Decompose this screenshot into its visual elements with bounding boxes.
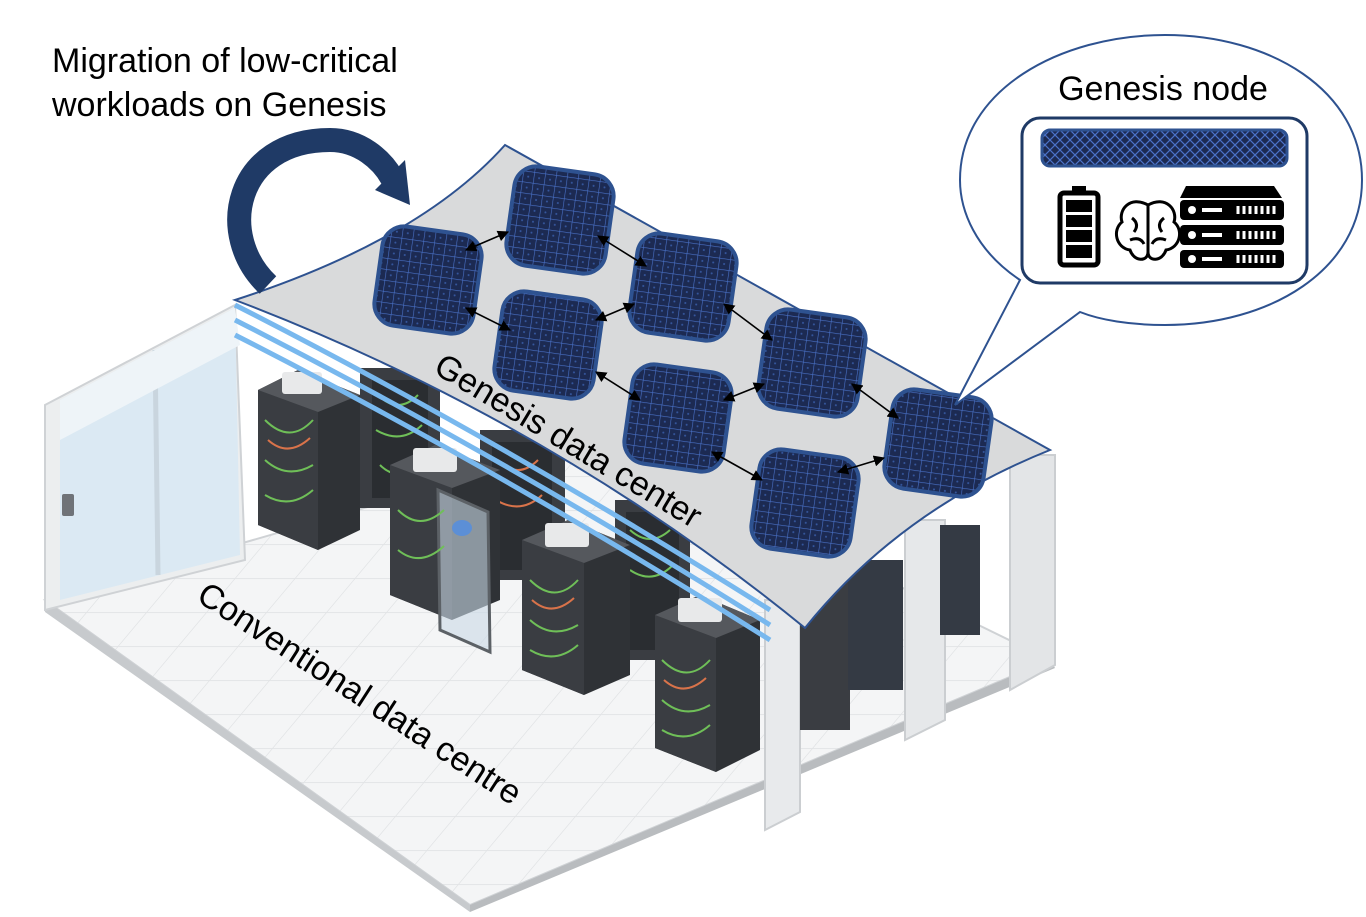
server-rack (522, 520, 630, 695)
keypad-icon (62, 494, 74, 516)
brain-icon (1114, 200, 1182, 261)
solar-panel-bar (1040, 128, 1289, 168)
solar-panel (504, 164, 616, 276)
server-rack (655, 595, 760, 772)
solar-panel (882, 387, 994, 499)
genesis-node-label: Genesis node (1058, 70, 1268, 108)
server-stack-icon (1180, 186, 1284, 268)
network-cables (233, 302, 772, 643)
solar-panel (627, 231, 739, 343)
solar-panel (622, 362, 734, 474)
battery-icon (1057, 186, 1101, 268)
node-links (464, 230, 899, 481)
server-racks (258, 368, 980, 772)
solar-panels (372, 164, 994, 559)
solar-panel (756, 307, 868, 419)
migration-label-line1: Migration of low-critical (52, 42, 398, 80)
solar-panel (372, 224, 484, 336)
genesis-node-callout (954, 33, 1364, 406)
server-rack (258, 370, 360, 550)
solar-panel (492, 289, 604, 401)
server-rack (390, 445, 500, 655)
migration-label-line2: workloads on Genesis (51, 86, 387, 124)
migration-arrow (227, 127, 410, 294)
solar-panel (749, 447, 861, 559)
